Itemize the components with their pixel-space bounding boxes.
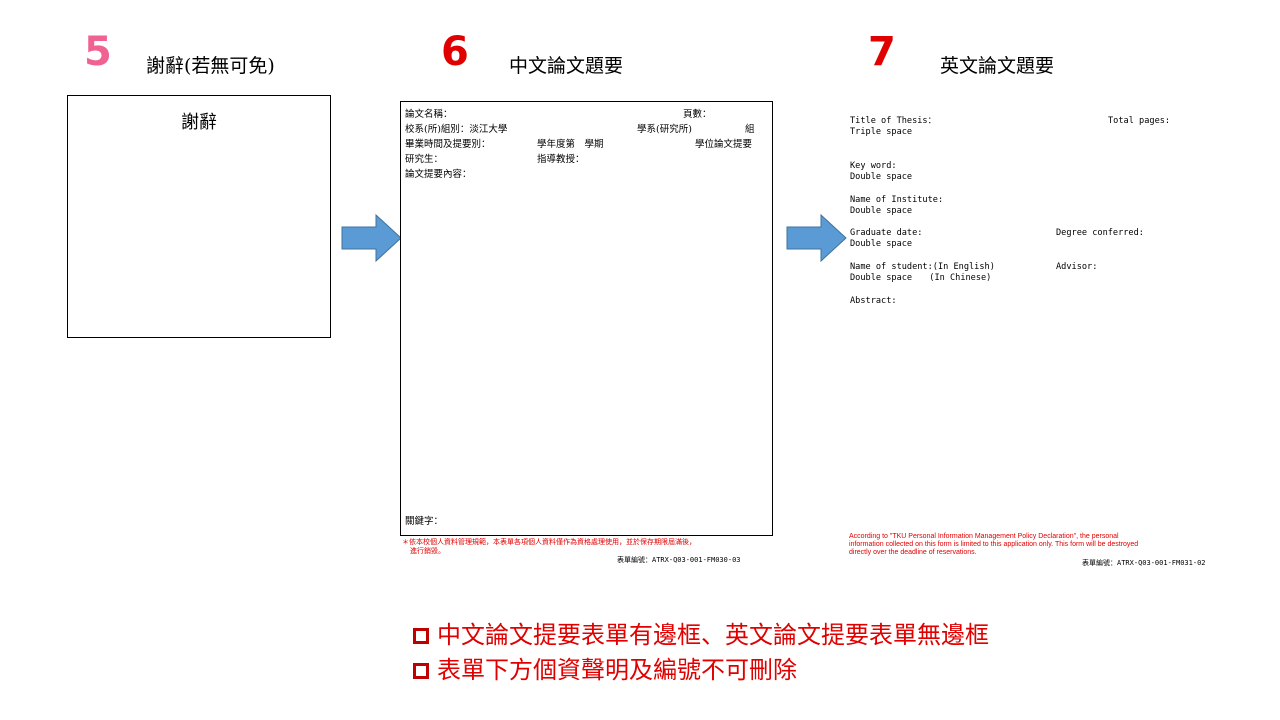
en-double-space-3: Double space bbox=[850, 239, 913, 249]
cn-thesis-name: 論文名稱： bbox=[405, 109, 453, 120]
cn-grad-time: 畢業時間及提要別： bbox=[405, 139, 491, 150]
section-number-7: 7 bbox=[868, 29, 896, 75]
section-number-5: 5 bbox=[84, 29, 112, 75]
en-privacy-line3: directly over the deadline of reservatio… bbox=[849, 549, 977, 556]
section-title-7: 英文論文題要 bbox=[940, 55, 1055, 77]
note-border-rule-text: 中文論文提要表單有邊框、英文論文提要表單無邊框 bbox=[437, 621, 989, 649]
chinese-abstract-form: 論文名稱： 頁數： 校系(所)組別：淡江大學 學系(研究所) 組 畢業時間及提要… bbox=[400, 101, 773, 536]
acknowledgement-page: 謝辭 bbox=[67, 95, 331, 338]
cn-form-code: 表單編號：ATRX-Q03-001-FM030-03 bbox=[617, 556, 741, 564]
en-triple-space: Triple space bbox=[850, 127, 913, 137]
cn-advisor: 指導教授： bbox=[537, 154, 585, 165]
cn-privacy-line2: 進行銷毀。 bbox=[410, 547, 445, 555]
cn-group: 組 bbox=[745, 124, 755, 135]
en-privacy-line1: According to "TKU Personal Information M… bbox=[849, 533, 1119, 540]
right-arrow-icon bbox=[786, 214, 847, 262]
cn-degree-abstract: 學位論文提要 bbox=[695, 139, 753, 150]
cn-keywords: 關鍵字： bbox=[405, 516, 444, 527]
en-name-of-student: Name of student:(In English) bbox=[850, 262, 995, 272]
note-privacy-rule-text: 表單下方個資聲明及編號不可刪除 bbox=[437, 656, 797, 684]
cn-privacy-line1: ＊依本校個人資料管理規範，本表單各項個人資料僅作為資格處理使用，並於保存期限屆滿… bbox=[402, 538, 696, 546]
cn-student: 研究生： bbox=[405, 154, 444, 165]
en-double-space-2: Double space bbox=[850, 206, 913, 216]
section-title-6: 中文論文題要 bbox=[509, 55, 624, 77]
en-advisor: Advisor: bbox=[1056, 262, 1098, 272]
cn-content: 論文提要內容： bbox=[405, 169, 472, 180]
en-title-of-thesis: Title of Thesis： bbox=[850, 116, 937, 126]
cn-pages: 頁數： bbox=[683, 109, 712, 120]
right-arrow-icon bbox=[341, 214, 402, 262]
note-privacy-rule: 表單下方個資聲明及編號不可刪除 bbox=[413, 658, 797, 682]
en-abstract: Abstract: bbox=[850, 296, 897, 306]
section-number-6: 6 bbox=[441, 29, 469, 75]
en-graduate-date: Graduate date: bbox=[850, 228, 923, 238]
en-double-space-1: Double space bbox=[850, 172, 913, 182]
acknowledgement-text: 謝辭 bbox=[181, 112, 217, 133]
cn-dept-inst: 學系(研究所) bbox=[637, 124, 692, 135]
en-key-word: Key word: bbox=[850, 161, 897, 171]
en-privacy-line2: information collected on this form is li… bbox=[849, 541, 1139, 548]
en-form-code: 表單編號：ATRX-Q03-001-FM031-02 bbox=[1082, 559, 1206, 567]
english-abstract-form: Title of Thesis： Total pages: Triple spa… bbox=[850, 116, 1220, 571]
checkbox-square-icon bbox=[413, 663, 429, 679]
en-total-pages: Total pages: bbox=[1108, 116, 1171, 126]
cn-school-dept: 校系(所)組別：淡江大學 bbox=[405, 124, 508, 135]
note-border-rule: 中文論文提要表單有邊框、英文論文提要表單無邊框 bbox=[413, 623, 989, 647]
section-title-5: 謝辭(若無可免) bbox=[146, 55, 275, 77]
en-name-of-institute: Name of Institute: bbox=[850, 195, 944, 205]
en-degree-conferred: Degree conferred: bbox=[1056, 228, 1144, 238]
checkbox-square-icon bbox=[413, 628, 429, 644]
en-double-space-chinese: Double space (In Chinese) bbox=[850, 273, 992, 283]
cn-year-term: 學年度第 學期 bbox=[537, 139, 604, 150]
